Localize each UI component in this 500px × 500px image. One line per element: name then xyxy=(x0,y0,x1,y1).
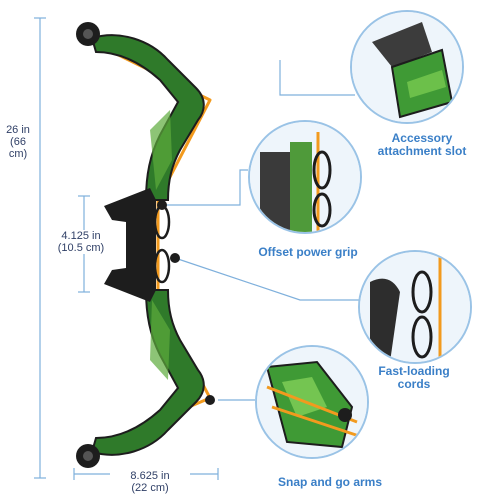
grip-dimension-label: 4.125 in (10.5 cm) xyxy=(46,230,116,254)
height-inches: 26 in xyxy=(6,124,30,136)
feature-circle-loading-cords xyxy=(358,250,472,364)
upper-cord-peg xyxy=(157,200,167,210)
snap-arms-closeup xyxy=(257,347,367,457)
arm-peg xyxy=(205,395,215,405)
lower-limb-texture xyxy=(150,300,170,380)
upper-wheel xyxy=(76,22,100,46)
width-cm: (22 cm) xyxy=(131,482,169,494)
feature-circle-snap-arms xyxy=(255,345,369,459)
callout-lines xyxy=(165,60,360,401)
label-fast-loading-cords: Fast-loading cords xyxy=(378,364,450,391)
height-cm: (66 cm) xyxy=(8,136,28,160)
loading-cords-closeup xyxy=(360,252,470,362)
upper-limb-texture xyxy=(150,110,172,190)
power-grip-closeup xyxy=(250,122,360,232)
height-dimension-line xyxy=(34,17,46,479)
lower-limb xyxy=(90,289,205,456)
width-dimension-label: 8.625 in (22 cm) xyxy=(110,470,190,494)
grip xyxy=(104,188,156,302)
feature-circle-power-grip xyxy=(248,120,362,234)
feature-circle-accessory-slot xyxy=(350,10,464,124)
label-snap-and-go-arms: Snap and go arms xyxy=(277,475,383,489)
height-dimension-label: 26 in (66 cm) xyxy=(0,124,36,160)
lower-wheel xyxy=(76,444,100,468)
accessory-slot-closeup xyxy=(352,12,462,122)
width-inches: 8.625 in xyxy=(130,470,170,482)
grip-cm: (10.5 cm) xyxy=(57,242,105,254)
lower-cord-peg xyxy=(170,253,180,263)
grip-inches: 4.125 in xyxy=(61,230,101,242)
label-accessory-attachment-slot: Accessory attachment slot xyxy=(377,131,467,158)
upper-limb xyxy=(90,34,205,201)
label-offset-power-grip: Offset power grip xyxy=(258,245,358,259)
